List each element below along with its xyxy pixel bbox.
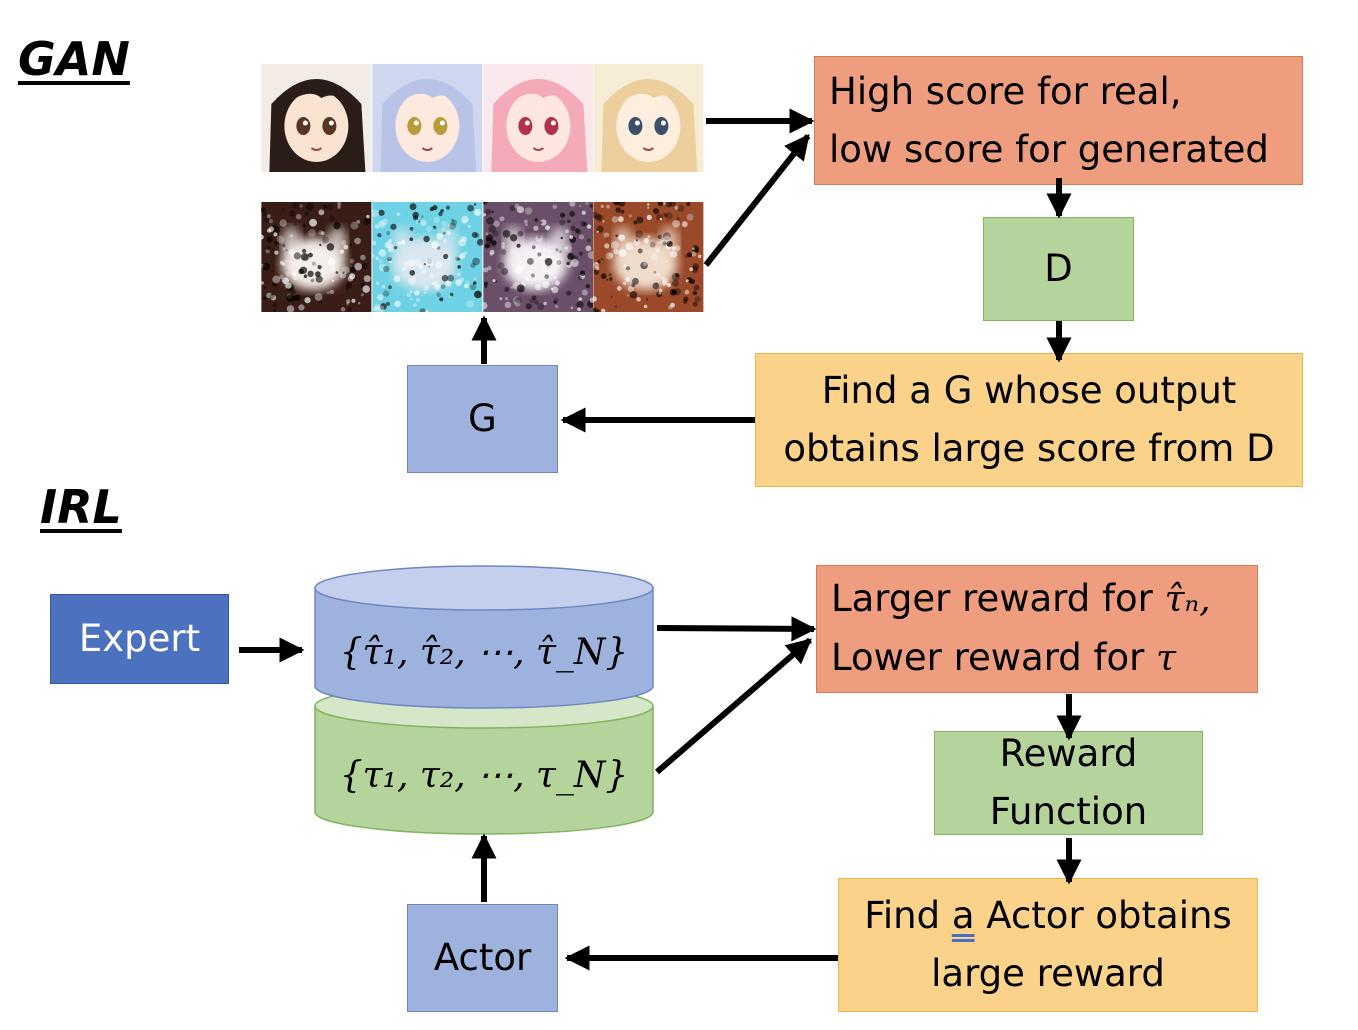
gan-objective-line-1: Find a G whose output	[821, 369, 1237, 412]
arrow-actor-traj-to-rule	[655, 637, 812, 775]
reward-rule-line-1: Larger reward for τ̂ₙ,	[831, 577, 1211, 620]
irl-title: IRL	[40, 480, 122, 534]
actor-box: Actor	[407, 904, 558, 1012]
gan-objective-line-2: obtains large score from D	[783, 427, 1275, 470]
expert-label: Expert	[78, 617, 201, 660]
reward-function-box: Reward Function	[934, 731, 1203, 835]
real-face-image	[372, 64, 483, 172]
real-face-image	[482, 64, 593, 172]
irl-objective-line-2: large reward	[931, 952, 1165, 995]
actor-trajectories-label: {τ₁, τ₂, ⋯, τ_N}	[339, 755, 629, 796]
arrow-generated-to-scorer	[703, 134, 811, 267]
expert-box: Expert	[50, 594, 229, 684]
scorer-box: High score for real, low score for gener…	[814, 56, 1303, 185]
generated-noisy-image	[593, 202, 704, 312]
discriminator-label: D	[1044, 247, 1073, 290]
irl-objective-line-1: Find a Actor obtains	[864, 894, 1232, 937]
real-images-row	[261, 64, 704, 172]
actor-label: Actor	[433, 936, 532, 979]
generator-box: G	[407, 365, 558, 473]
irl-objective-box: Find a Actor obtains large reward	[838, 878, 1258, 1012]
reward-rule-box: Larger reward for τ̂ₙ, Lower reward for …	[816, 565, 1258, 693]
reward-function-line-2: Function	[989, 790, 1148, 833]
gan-objective-box: Find a G whose output obtains large scor…	[755, 353, 1303, 487]
real-face-image	[593, 64, 704, 172]
generated-noisy-image	[371, 202, 483, 312]
arrow-expert-traj-to-rule	[656, 616, 817, 642]
expert-trajectory-cylinder	[314, 565, 654, 709]
reward-rule-line-2: Lower reward for τ	[831, 636, 1177, 679]
scorer-line-1: High score for real,	[829, 69, 1182, 113]
discriminator-box: D	[983, 217, 1134, 321]
generated-noisy-image	[482, 202, 594, 312]
generator-label: G	[468, 397, 497, 440]
generated-images-row	[261, 202, 704, 312]
generated-noisy-image	[261, 202, 372, 312]
expert-trajectories-label: {τ̂₁, τ̂₂, ⋯, τ̂_N}	[339, 632, 629, 673]
real-face-image	[261, 64, 372, 172]
scorer-line-2: low score for generated	[829, 127, 1269, 171]
gan-title: GAN	[18, 32, 130, 86]
